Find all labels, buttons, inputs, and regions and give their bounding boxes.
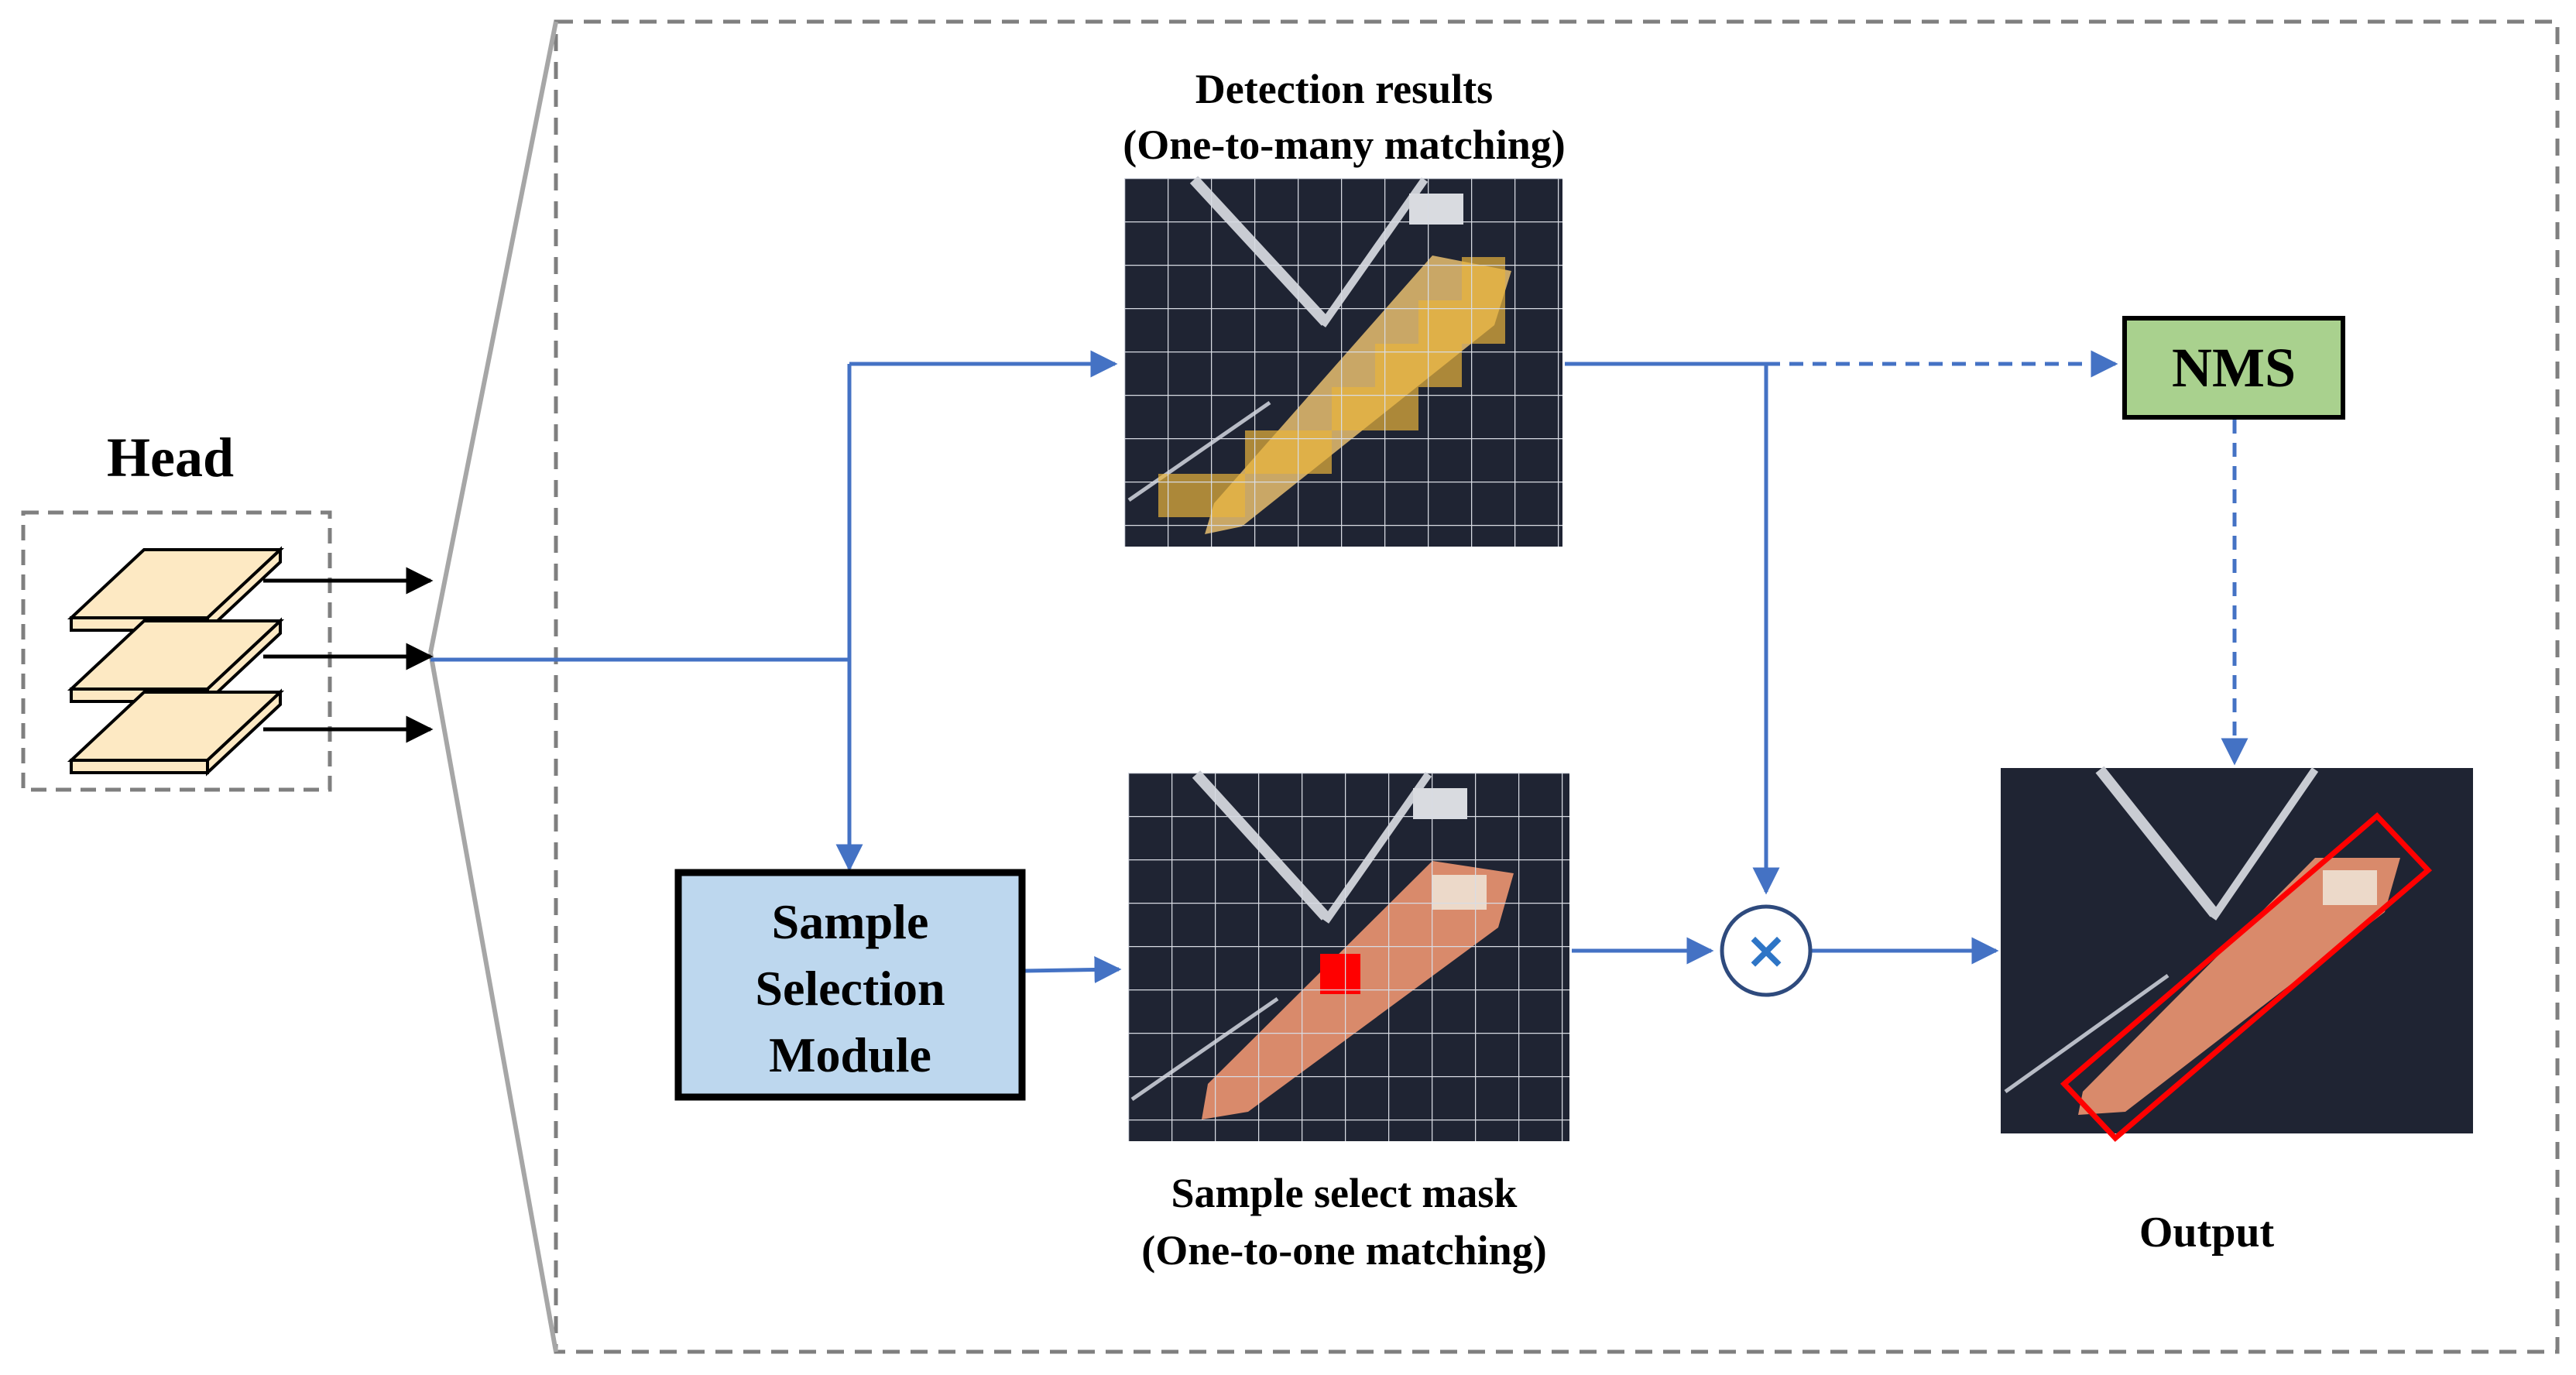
output-label: Output xyxy=(2139,1209,2275,1257)
nms-box xyxy=(2122,316,2345,420)
sample-selection-module xyxy=(674,869,1026,1101)
feature-layer-middle xyxy=(67,617,285,705)
sample-select-mask-title: Sample select mask xyxy=(1171,1170,1518,1216)
nms-flow-lines xyxy=(1766,350,2248,766)
flow-lines xyxy=(430,350,1999,984)
module-container xyxy=(554,19,2560,1354)
module-label-line2: Selection xyxy=(755,961,945,1016)
sample-select-mask-image xyxy=(1128,770,1569,1141)
detection-results-title: Detection results xyxy=(1195,66,1494,112)
sample-select-mask-subtitle: (One-to-one matching) xyxy=(1141,1227,1547,1274)
detection-results-image xyxy=(1124,176,1562,547)
detection-results-subtitle: (One-to-many matching) xyxy=(1123,122,1566,168)
nms-label: NMS xyxy=(2172,337,2296,399)
output-image xyxy=(2001,766,2473,1142)
head-box xyxy=(21,510,332,792)
multiply-icon: × xyxy=(1744,921,1787,980)
feature-layer-bottom xyxy=(67,688,285,777)
module-label-line1: Sample xyxy=(771,894,929,949)
feature-layer-top xyxy=(67,546,285,634)
multiply-node xyxy=(1720,904,1813,997)
zoom-line-top xyxy=(428,21,558,653)
module-label-line3: Module xyxy=(769,1027,931,1082)
zoom-line-bottom xyxy=(428,652,558,1353)
head-title: Head xyxy=(106,427,234,489)
